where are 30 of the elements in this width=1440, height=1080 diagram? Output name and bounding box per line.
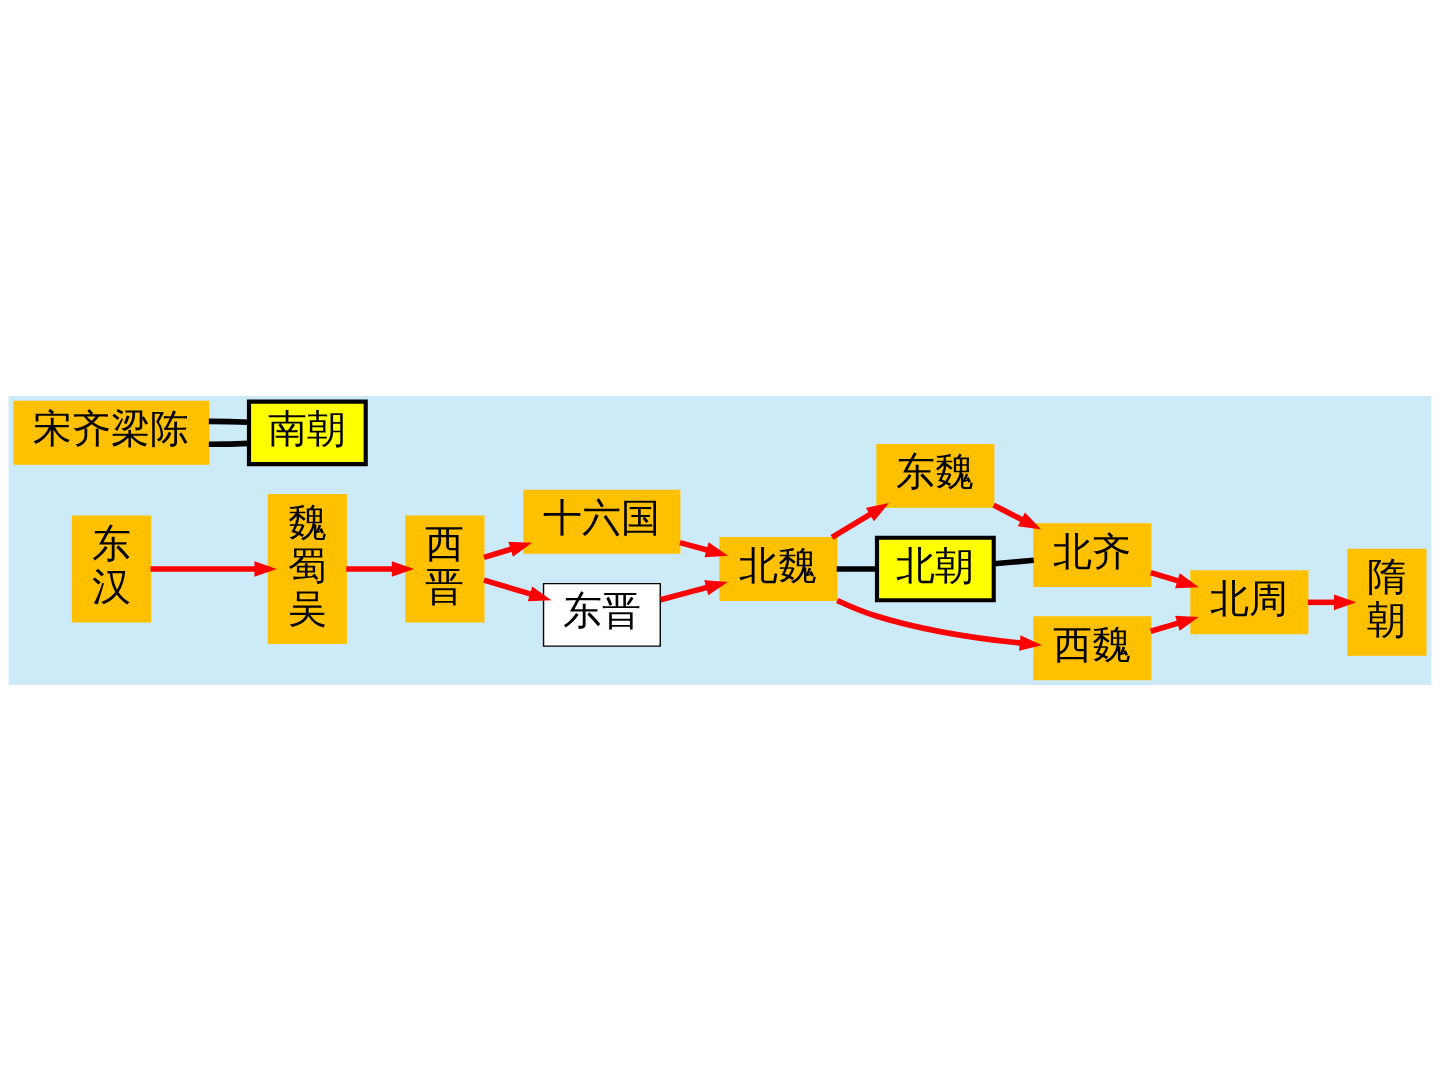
node-box: 北齐 bbox=[1033, 522, 1152, 587]
node-box: 魏蜀吴 bbox=[267, 493, 347, 644]
arrow bbox=[1307, 594, 1357, 610]
node-box: 隋朝 bbox=[1347, 548, 1427, 656]
arrow bbox=[150, 560, 277, 577]
arrow bbox=[992, 502, 1042, 529]
node-box: 西晋 bbox=[405, 515, 485, 622]
node-box: 东魏 bbox=[876, 443, 995, 508]
node-box: 东汉 bbox=[71, 515, 152, 622]
connector bbox=[836, 565, 877, 572]
node-box: 南朝 bbox=[246, 398, 368, 466]
arrow bbox=[1149, 569, 1199, 588]
node-box: 北周 bbox=[1190, 569, 1309, 634]
connector bbox=[208, 418, 249, 425]
node-box: 十六国 bbox=[523, 489, 681, 554]
arrow bbox=[830, 502, 889, 540]
node-box: 北魏 bbox=[719, 536, 838, 601]
node-box: 西魏 bbox=[1033, 615, 1152, 680]
node-box: 东晋 bbox=[542, 582, 661, 647]
node-box: 北朝 bbox=[874, 535, 996, 602]
connector bbox=[208, 440, 249, 447]
connector bbox=[993, 556, 1034, 567]
arrow bbox=[836, 597, 1042, 651]
arrow bbox=[1149, 615, 1199, 634]
arrow bbox=[659, 579, 728, 602]
arrow bbox=[483, 541, 532, 560]
arrow bbox=[346, 560, 415, 577]
arrow bbox=[679, 539, 729, 557]
node-box: 宋齐梁陈 bbox=[13, 400, 210, 465]
arrow bbox=[483, 577, 552, 601]
